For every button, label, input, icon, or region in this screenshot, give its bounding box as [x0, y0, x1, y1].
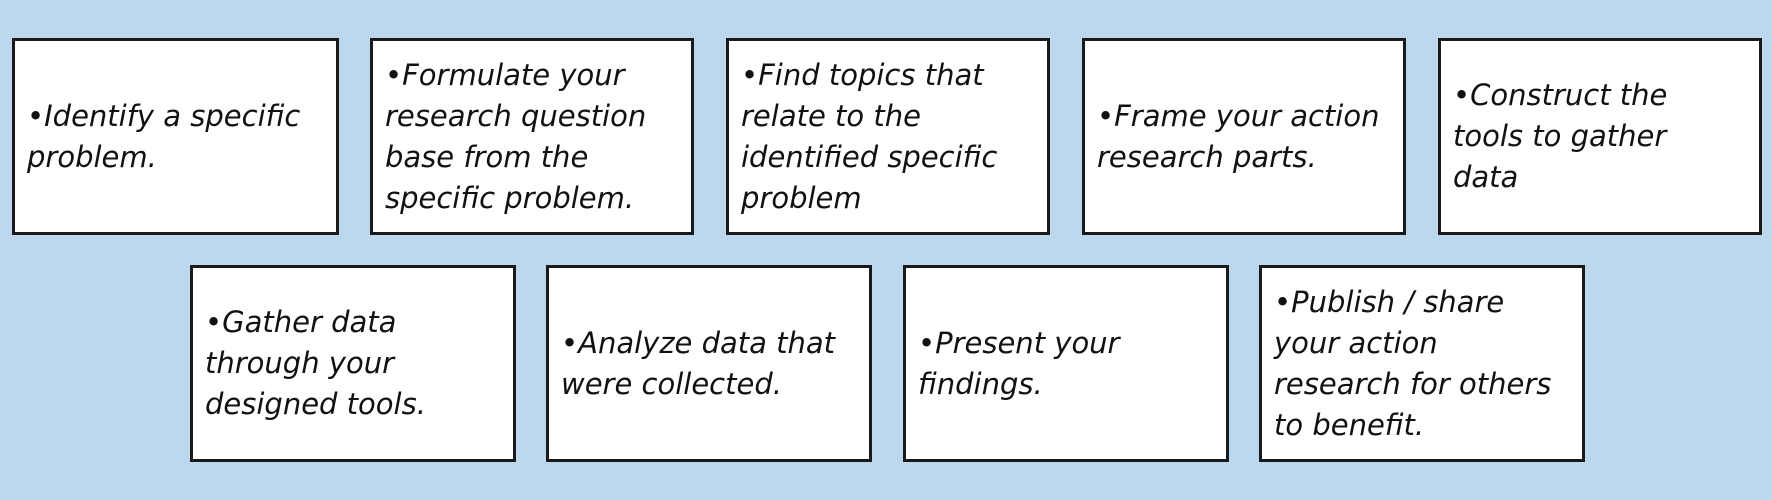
- step-text: •Find topics that relate to the identifi…: [741, 57, 998, 215]
- step-text: •Construct the tools to gather data: [1453, 78, 1668, 194]
- step-box-construct-tools: •Construct the tools to gather data: [1438, 38, 1762, 235]
- step-box-gather-data: •Gather data through your designed tools…: [190, 265, 516, 462]
- step-text: •Present your findings.: [918, 325, 1120, 401]
- step-box-present-findings: •Present your findings.: [903, 265, 1229, 462]
- step-text: •Identify a specific problem.: [27, 98, 301, 174]
- step-box-publish-share: •Publish / share your action research fo…: [1259, 265, 1585, 462]
- step-text: •Frame your action research parts.: [1097, 98, 1380, 174]
- step-box-formulate-question: •Formulate your research question base f…: [370, 38, 694, 235]
- step-box-identify-problem: •Identify a specific problem.: [12, 38, 339, 235]
- step-text: •Gather data through your designed tools…: [205, 305, 426, 421]
- step-box-analyze-data: •Analyze data that were collected.: [546, 265, 872, 462]
- step-box-find-topics: •Find topics that relate to the identifi…: [726, 38, 1050, 235]
- step-text: •Publish / share your action research fo…: [1274, 284, 1552, 442]
- step-text: •Analyze data that were collected.: [561, 325, 836, 401]
- step-box-frame-parts: •Frame your action research parts.: [1082, 38, 1406, 235]
- step-text: •Formulate your research question base f…: [385, 57, 647, 215]
